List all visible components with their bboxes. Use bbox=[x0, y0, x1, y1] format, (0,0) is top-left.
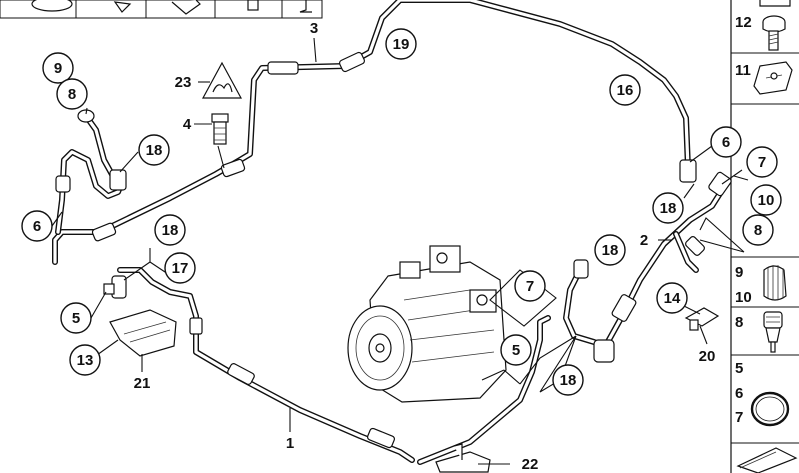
callout-text-22: 22 bbox=[522, 456, 539, 473]
callout-text-17: 17 bbox=[172, 260, 189, 277]
callout-text-18d: 18 bbox=[602, 242, 619, 259]
callout-text-1: 1 bbox=[286, 435, 294, 452]
valve-5-left bbox=[103, 275, 127, 299]
callout-c18e: 18 bbox=[552, 364, 584, 396]
callout-text-19: 19 bbox=[393, 36, 410, 53]
callout-text-10a: 10 bbox=[758, 192, 775, 209]
callout-text-8a: 8 bbox=[68, 86, 76, 103]
callout-text-14: 14 bbox=[664, 290, 681, 307]
fitting-8-right bbox=[685, 236, 705, 256]
bracket-22 bbox=[435, 443, 491, 473]
callout-text-18c: 18 bbox=[660, 200, 677, 217]
pressure-switch-4 bbox=[211, 113, 229, 145]
callout-text-2: 2 bbox=[640, 232, 648, 249]
callout-text-18a: 18 bbox=[146, 142, 163, 159]
callout-c14: 14 bbox=[656, 282, 688, 314]
top-parts-strip bbox=[0, 0, 323, 19]
bracket-13 bbox=[109, 309, 177, 357]
callout-c8b: 8 bbox=[742, 214, 774, 246]
callout-c16: 16 bbox=[609, 74, 641, 106]
callout-text-8b: 8 bbox=[754, 222, 762, 239]
legend-column: 12 11 9 10 8 5 6 7 bbox=[730, 0, 799, 473]
callout-c10a: 10 bbox=[750, 184, 782, 216]
callout-c7b: 7 bbox=[514, 270, 546, 302]
pipe-1 bbox=[117, 267, 415, 463]
callout-text-4: 4 bbox=[183, 116, 192, 133]
callout-c5a: 5 bbox=[60, 302, 92, 334]
callout-text-7b: 7 bbox=[526, 278, 534, 295]
callout-c9: 9 bbox=[42, 52, 74, 84]
pipe-left-branch bbox=[55, 109, 127, 235]
pipe-2 bbox=[417, 171, 732, 465]
compressor-icon bbox=[347, 245, 507, 403]
valve-cap-icon bbox=[763, 265, 787, 301]
clip-nut-icon bbox=[753, 61, 793, 95]
legend-label-10: 10 bbox=[735, 289, 752, 306]
callout-c6b: 6 bbox=[710, 126, 742, 158]
leader-boxes bbox=[123, 169, 749, 393]
legend-label-5: 5 bbox=[735, 360, 743, 377]
callout-text-18e: 18 bbox=[560, 372, 577, 389]
legend-label-8: 8 bbox=[735, 314, 743, 331]
callout-text-18b: 18 bbox=[162, 222, 179, 239]
callout-text-3: 3 bbox=[310, 20, 318, 37]
callout-c7a: 7 bbox=[746, 146, 778, 178]
callout-text-5b: 5 bbox=[512, 342, 520, 359]
legend-label-9: 9 bbox=[735, 264, 743, 281]
legend-label-11: 11 bbox=[735, 62, 751, 79]
callout-text-5a: 5 bbox=[72, 310, 80, 327]
callout-text-21: 21 bbox=[134, 375, 151, 392]
warning-triangle-icon bbox=[201, 61, 243, 99]
callout-text-16: 16 bbox=[617, 82, 634, 99]
callout-text-6a: 6 bbox=[33, 218, 41, 235]
valve-14 bbox=[684, 307, 720, 331]
legend-label-12: 12 bbox=[735, 14, 752, 31]
callout-c13: 13 bbox=[69, 344, 101, 376]
callout-c18a: 18 bbox=[138, 134, 170, 166]
callout-c17: 17 bbox=[164, 252, 196, 284]
callout-text-20: 20 bbox=[699, 348, 716, 365]
callout-text-6b: 6 bbox=[722, 134, 730, 151]
bolt-icon bbox=[762, 15, 786, 51]
callout-c6a: 6 bbox=[21, 210, 53, 242]
callout-text-13: 13 bbox=[77, 352, 94, 369]
callout-text-9: 9 bbox=[54, 60, 62, 77]
callout-text-7a: 7 bbox=[758, 154, 766, 171]
valve-core-icon bbox=[763, 311, 783, 353]
callout-c5b: 5 bbox=[500, 334, 532, 366]
callout-c8a: 8 bbox=[56, 78, 88, 110]
legend-label-6: 6 bbox=[735, 385, 743, 402]
pipe-3-16 bbox=[52, 0, 697, 265]
callout-c18c: 18 bbox=[652, 192, 684, 224]
callout-c19: 19 bbox=[385, 28, 417, 60]
callout-text-23: 23 bbox=[175, 74, 192, 91]
tape-icon bbox=[736, 447, 798, 473]
callout-c18d: 18 bbox=[594, 234, 626, 266]
legend-label-7: 7 bbox=[735, 409, 743, 426]
o-ring-icon bbox=[750, 391, 790, 427]
callout-c18b: 18 bbox=[154, 214, 186, 246]
